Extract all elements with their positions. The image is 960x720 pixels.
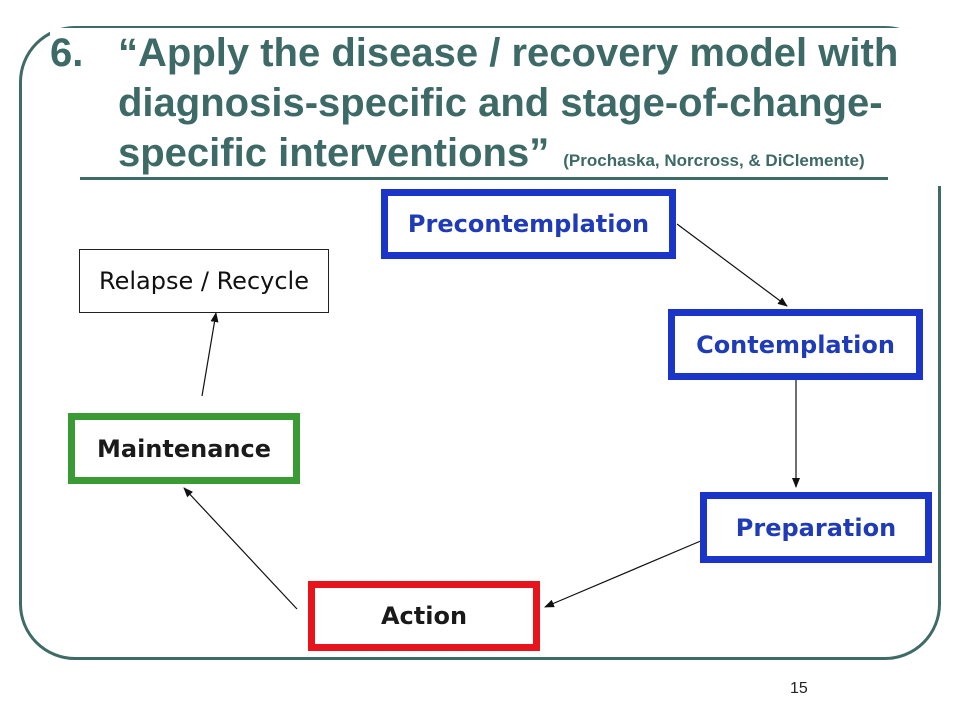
title-number: 6. <box>50 31 84 75</box>
citation-open: ( <box>563 151 569 170</box>
stage-precontemplation-label: Precontemplation <box>407 210 650 238</box>
stage-relapse-recycle: Relapse / Recycle <box>79 249 329 313</box>
title-text: “Apply the disease / recovery model with… <box>118 31 899 175</box>
stage-precontemplation: Precontemplation <box>381 189 676 259</box>
stage-preparation-label: Preparation <box>735 513 897 542</box>
citation: (Prochaska, Norcross, & DiClemente) <box>563 151 864 170</box>
slide-title: 6. “Apply the disease / recovery model w… <box>50 28 958 186</box>
title-body: “Apply the disease / recovery model with… <box>118 28 950 186</box>
stage-maintenance: Maintenance <box>68 413 300 484</box>
stage-contemplation-label: Contemplation <box>696 330 895 359</box>
page-number: 15 <box>790 680 808 697</box>
stage-relapse-recycle-label: Relapse / Recycle <box>99 267 309 295</box>
citation-text: Prochaska, Norcross, & DiClemente <box>568 151 859 170</box>
stage-contemplation: Contemplation <box>668 309 923 380</box>
title-divider <box>80 177 888 180</box>
citation-close: ) <box>858 151 865 170</box>
stage-preparation: Preparation <box>700 492 932 563</box>
stage-action: Action <box>308 581 540 651</box>
stage-action-label: Action <box>380 602 468 630</box>
stage-maintenance-label: Maintenance <box>96 434 271 463</box>
